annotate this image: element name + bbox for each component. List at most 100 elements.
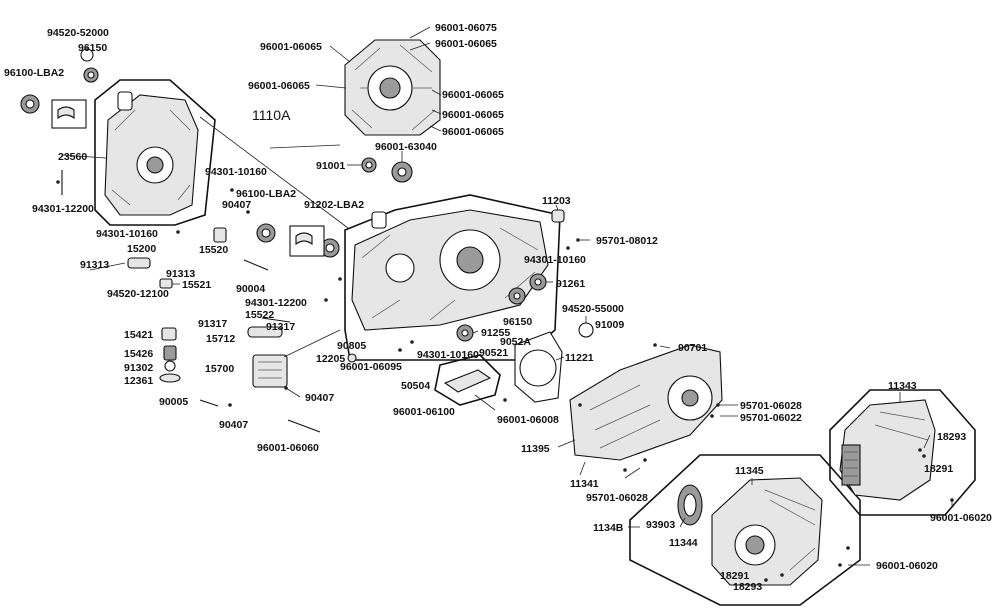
part-label-94520-52000: 94520-52000 [47,27,109,39]
part-label-15521: 15521 [182,279,211,291]
fan-cover-11345 [711,477,823,586]
group-line-1110a [199,116,349,229]
part-label-11344: 11344 [669,537,698,549]
left-crankcase-illustration [104,91,199,216]
seal-91001 [361,157,377,173]
part-label-96001-63040: 96001-63040 [375,141,437,153]
part-label-90005: 90005 [159,396,188,408]
fitting-15521 [159,278,173,289]
part-label-91009: 91009 [595,319,624,331]
part-label-11221: 11221 [565,352,594,364]
bushing-box-left [51,99,87,129]
part-label-96100-lba2: 96100-LBA2 [4,67,64,79]
part-label-90407: 90407 [219,419,248,431]
gasket-11221 [514,331,563,403]
part-label-96001-06065: 96001-06065 [442,126,504,138]
part-label-96001-06095: 96001-06095 [340,361,402,373]
transmission-cover-11395 [569,344,723,461]
bracket-50504 [443,369,492,393]
part-label-90521: 90521 [479,347,508,359]
part-label-94520-12100: 94520-12100 [107,288,169,300]
pipe-15712 [247,326,283,338]
part-label-15700: 15700 [205,363,234,375]
part-label-96001-06065: 96001-06065 [248,80,310,92]
part-label-11203: 11203 [542,195,571,207]
part-label-96001-06020: 96001-06020 [930,512,992,524]
part-label-91317: 91317 [266,321,295,333]
frame-left-crankcase-group [94,79,216,226]
dowel-11203 [551,209,565,223]
part-label-91202-lba2: 91202-LBA2 [304,199,364,211]
plug-15421 [161,327,177,341]
part-label-18291: 18291 [924,463,953,475]
frame-oil-strainer-group [434,354,501,406]
part-label-96001-06008: 96001-06008 [497,414,559,426]
part-label-12361: 12361 [124,375,153,387]
part-label-95701-06028: 95701-06028 [740,400,802,412]
part-label-91302: 91302 [124,362,153,374]
part-label-95701-08012: 95701-08012 [596,235,658,247]
leader-lines [61,26,953,566]
part-label-91313: 91313 [80,259,109,271]
part-label-91255: 91255 [481,327,510,339]
part-label-15421: 15421 [124,329,153,341]
part-label-91001: 91001 [316,160,345,172]
part-label-94301-12200: 94301-12200 [32,203,94,215]
part-label-94301-10160: 94301-10160 [524,254,586,266]
part-label-93903: 93903 [646,519,675,531]
part-label-11395: 11395 [521,443,550,455]
seal-96150-b [508,287,526,305]
part-label-90407: 90407 [305,392,334,404]
part-label-18291: 18291 [720,570,749,582]
cap-12361 [159,373,181,383]
part-label-94301-10160: 94301-10160 [205,166,267,178]
pipe-15200 [127,257,151,269]
part-label-23560: 23560 [58,151,87,163]
part-label-94301-12200: 94301-12200 [245,297,307,309]
shroud-11343 [839,399,936,501]
part-label-96001-06020: 96001-06020 [876,560,938,572]
bushing-box-center [289,225,325,257]
seal-91255 [456,324,474,342]
part-label-91317: 91317 [198,318,227,330]
part-label-11345: 11345 [735,465,764,477]
part-label-96001-06075: 96001-06075 [435,22,497,34]
frame-fan-cover-group [629,454,861,606]
part-label-90701: 90701 [678,342,707,354]
bearing-96001-63040 [391,161,413,183]
small-screws [56,180,954,582]
part-label-15522: 15522 [245,309,274,321]
part-label-18293: 18293 [733,581,762,593]
part-label-94301-10160: 94301-10160 [96,228,158,240]
strainer-15700 [252,354,288,388]
bearing-96100-lba2-b [256,223,276,243]
dowel-15520 [213,227,227,243]
bearing-96100-lba2-a [20,94,40,114]
part-label-96001-06065: 96001-06065 [442,109,504,121]
part-label-15200: 15200 [127,243,156,255]
part-label-95701-06028: 95701-06028 [586,492,648,504]
oring-91009 [578,322,594,338]
group-label-1110a: 1110A [252,107,291,123]
part-label-91261: 91261 [556,278,585,290]
part-label-96001-06060: 96001-06060 [257,442,319,454]
bolt-90005 [199,399,219,407]
part-label-90407: 90407 [222,199,251,211]
part-label-15426: 15426 [124,348,153,360]
group-line-1110a-label [269,144,341,149]
part-label-1134b: 1134B [593,522,624,534]
part-label-50504: 50504 [401,380,430,392]
part-label-94520-55000: 94520-55000 [562,303,624,315]
part-label-90805: 90805 [337,340,366,352]
seal-96150-a [83,67,99,83]
frame-air-shroud-group [829,389,976,516]
part-label-95701-06022: 95701-06022 [740,412,802,424]
part-label-9052a: 9052A [500,336,531,348]
part-label-96001-06100: 96001-06100 [393,406,455,418]
bolt-96001-06060 [287,419,321,433]
main-crankcase-illustration [351,209,549,331]
oring-91302 [164,360,176,372]
frame-main-crankcase-group [344,194,561,361]
